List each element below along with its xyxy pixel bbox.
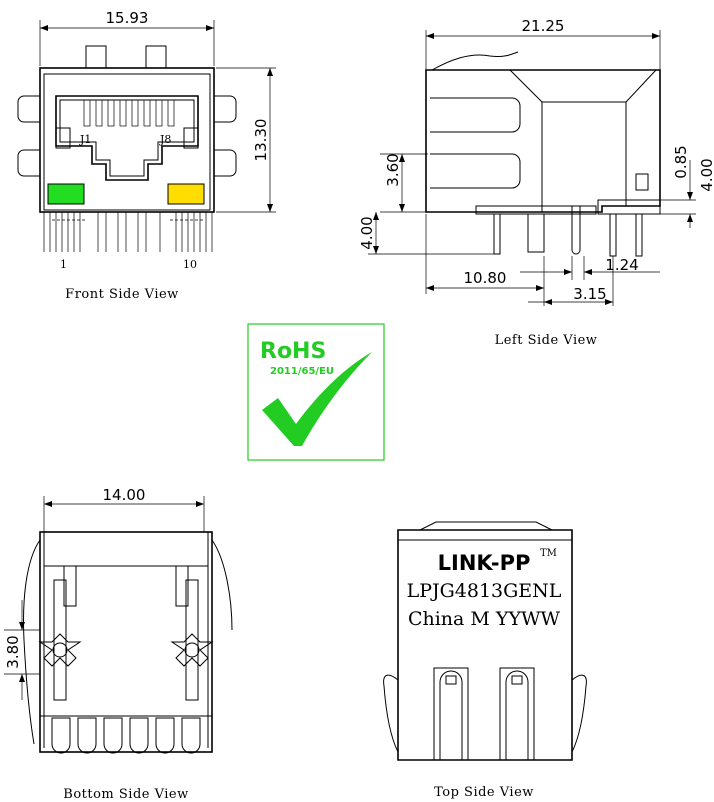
check-mark-icon xyxy=(262,352,372,446)
left-dim-085: 0.85 xyxy=(672,145,690,178)
label-j1: J1 xyxy=(79,133,91,146)
led-left xyxy=(47,183,85,205)
left-dim-1080: 10.80 xyxy=(464,269,507,287)
left-view-caption: Left Side View xyxy=(495,333,598,348)
left-dim-400: 4.00 xyxy=(358,216,376,249)
top-side-view: LINK-PP TM LPJG4813GENL China M YYWW Top… xyxy=(383,521,587,800)
rohs-border xyxy=(247,323,385,461)
left-length-dim: 21.25 xyxy=(522,17,565,35)
bottom-side-view: 14.00 3.80 Bottom Side View xyxy=(4,486,233,802)
front-view-caption: Front Side View xyxy=(65,287,179,302)
front-height-dim: 13.30 xyxy=(252,119,270,162)
left-dim-360: 3.60 xyxy=(384,153,402,186)
led-right xyxy=(167,183,205,205)
trademark-mark: TM xyxy=(540,548,557,559)
brand-logo: LINK-PP xyxy=(438,551,531,575)
rohs-title: RoHS xyxy=(260,339,326,364)
label-j8: J8 xyxy=(159,133,171,146)
pin-first-label: 1 xyxy=(60,258,67,271)
part-number: LPJG4813GENL xyxy=(407,580,562,602)
rohs-directive: 2011/65/EU xyxy=(270,366,334,377)
left-dim-124: 1.24 xyxy=(605,256,638,274)
bottom-dim-380: 3.80 xyxy=(4,635,22,668)
left-side-view: 21.25 3.60 4.00 xyxy=(358,17,714,348)
front-side-view: 15.93 13.30 xyxy=(17,9,276,302)
front-width-dim: 15.93 xyxy=(106,9,149,27)
top-view-caption: Top Side View xyxy=(434,785,534,800)
front-pins xyxy=(43,212,213,252)
rohs-badge: RoHS 2011/65/EU xyxy=(247,323,385,461)
pin-last-label: 10 xyxy=(183,258,197,271)
bottom-view-caption: Bottom Side View xyxy=(63,787,188,802)
origin-date-code: China M YYWW xyxy=(408,608,561,630)
left-dim-400-right: 4.00 xyxy=(698,158,714,191)
contact-fingers xyxy=(83,99,175,127)
left-dim-315: 3.15 xyxy=(573,285,606,303)
bottom-width-dim: 14.00 xyxy=(103,486,146,504)
